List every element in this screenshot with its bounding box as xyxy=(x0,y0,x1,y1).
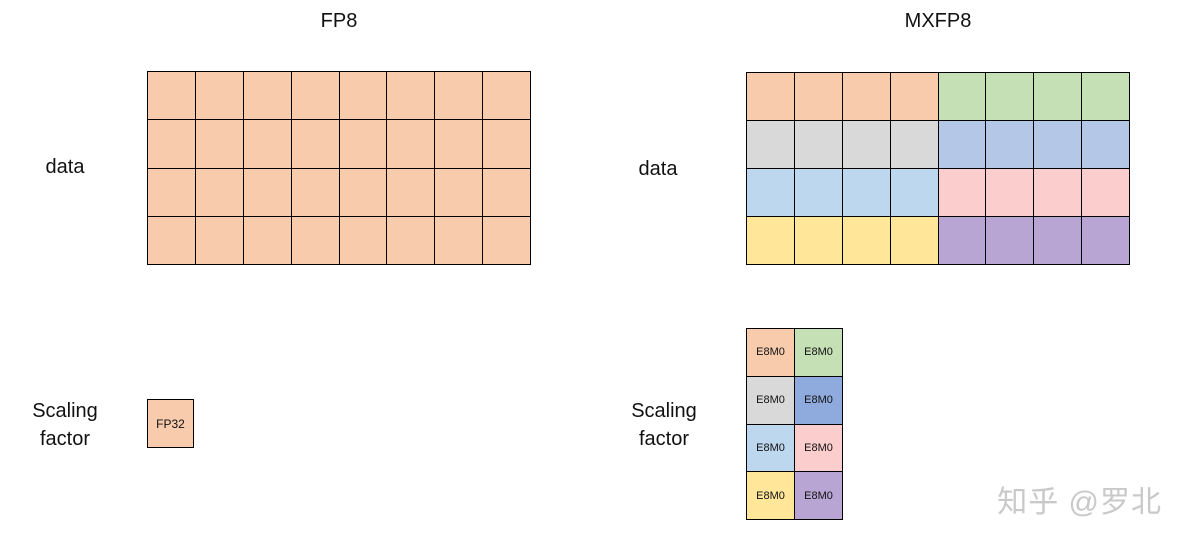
fp8-data-grid-cell xyxy=(483,72,530,120)
fp8-data-grid-cell xyxy=(243,216,291,264)
mxfp8-data-grid-cell xyxy=(938,217,986,264)
mxfp8-data-grid-cell xyxy=(842,217,890,264)
mxfp8-data-grid-cell xyxy=(794,121,842,168)
fp8-scaling-factor-label-line1: Scaling xyxy=(32,400,98,422)
mxfp8-data-grid-cell xyxy=(747,73,794,120)
fp8-data-grid-cell xyxy=(243,72,291,120)
fp8-data-label: data xyxy=(45,156,85,178)
mxfp8-scaling-grid-cell: E8M0 xyxy=(747,376,794,424)
fp8-data-grid-cell xyxy=(339,72,387,120)
mxfp8-data-grid-cell xyxy=(938,121,986,168)
fp8-scaling-factor-label: Scaling factor xyxy=(15,397,115,453)
fp8-data-grid-cell xyxy=(435,216,483,264)
mxfp8-scaling-grid-cell: E8M0 xyxy=(795,376,842,424)
mxfp8-data-grid-cell xyxy=(890,169,938,216)
mxfp8-data-grid-cell xyxy=(890,121,938,168)
mxfp8-scaling-grid-cell: E8M0 xyxy=(795,472,842,519)
mxfp8-scaling-grid-cell: E8M0 xyxy=(747,329,794,376)
mxfp8-data-grid-cell xyxy=(1082,169,1129,216)
mxfp8-data-grid-cell xyxy=(1034,121,1082,168)
fp8-data-grid-cell xyxy=(435,168,483,216)
fp8-data-grid-cell xyxy=(148,168,195,216)
watermark: 知乎 @罗北 xyxy=(997,486,1162,519)
fp8-data-grid-cell xyxy=(339,120,387,168)
fp8-scaling-factor-label-line2: factor xyxy=(39,428,91,450)
mxfp8-data-grid-cell xyxy=(986,169,1034,216)
mxfp8-scaling-grid-cell: E8M0 xyxy=(795,329,842,376)
fp8-data-grid-cell xyxy=(291,216,339,264)
mxfp8-data-grid-cell xyxy=(794,217,842,264)
fp8-data-grid-cell xyxy=(387,168,435,216)
mxfp8-data-grid-cell xyxy=(890,217,938,264)
fp8-data-grid-cell xyxy=(387,72,435,120)
mxfp8-scaling-factor-label-line2: factor xyxy=(638,428,690,450)
mxfp8-scaling-grid-cell: E8M0 xyxy=(747,424,794,472)
fp8-data-grid-cell xyxy=(195,120,243,168)
fp8-data-grid-cell xyxy=(195,216,243,264)
mxfp8-data-grid-cell xyxy=(1034,73,1082,120)
mxfp8-data-grid-cell xyxy=(1082,121,1129,168)
fp8-data-grid-cell xyxy=(291,168,339,216)
mxfp8-data-grid-cell xyxy=(1082,73,1129,120)
mxfp8-data-grid-cell xyxy=(842,121,890,168)
fp8-data-grid-cell xyxy=(339,216,387,264)
fp8-data-grid-cell xyxy=(291,120,339,168)
mxfp8-data-grid-cell xyxy=(1082,217,1129,264)
fp8-data-grid-cell xyxy=(483,168,530,216)
mxfp8-scaling-grid-cell: E8M0 xyxy=(795,424,842,472)
mxfp8-data-grid-cell xyxy=(986,73,1034,120)
mxfp8-data-grid-cell xyxy=(938,169,986,216)
mxfp8-data-grid-cell xyxy=(747,169,794,216)
fp8-data-grid-cell xyxy=(195,168,243,216)
mxfp8-data-grid-cell xyxy=(794,169,842,216)
fp8-data-grid-cell xyxy=(243,168,291,216)
mxfp8-data-grid-cell xyxy=(986,217,1034,264)
fp32-scaling-cell: FP32 xyxy=(147,399,194,448)
fp8-data-grid xyxy=(147,71,531,265)
fp8-title: FP8 xyxy=(320,10,358,32)
mxfp8-data-label: data xyxy=(638,158,678,180)
fp8-data-grid-cell xyxy=(387,216,435,264)
mxfp8-data-grid-cell xyxy=(890,73,938,120)
fp8-data-grid-cell xyxy=(195,72,243,120)
fp8-data-grid-cell xyxy=(243,120,291,168)
mxfp8-scaling-grid-cell: E8M0 xyxy=(747,472,794,519)
mxfp8-scaling-factor-label-line1: Scaling xyxy=(631,400,697,422)
mxfp8-data-grid-cell xyxy=(747,121,794,168)
mxfp8-data-grid-cell xyxy=(986,121,1034,168)
mxfp8-data-grid xyxy=(746,72,1130,265)
fp8-data-grid-cell xyxy=(148,72,195,120)
fp8-data-grid-cell xyxy=(435,120,483,168)
fp8-data-grid-cell xyxy=(387,120,435,168)
mxfp8-scaling-factor-label: Scaling factor xyxy=(614,397,714,453)
mxfp8-data-grid-cell xyxy=(747,217,794,264)
fp8-data-grid-cell xyxy=(339,168,387,216)
fp8-data-grid-cell xyxy=(148,216,195,264)
fp8-data-grid-cell xyxy=(291,72,339,120)
fp8-data-grid-cell xyxy=(483,216,530,264)
fp8-data-grid-cell xyxy=(435,72,483,120)
mxfp8-data-grid-cell xyxy=(842,169,890,216)
fp8-data-grid-cell xyxy=(483,120,530,168)
fp8-data-grid-cell xyxy=(148,120,195,168)
mxfp8-data-grid-cell xyxy=(794,73,842,120)
mxfp8-data-grid-cell xyxy=(938,73,986,120)
mxfp8-data-grid-cell xyxy=(842,73,890,120)
mxfp8-data-grid-cell xyxy=(1034,169,1082,216)
mxfp8-title: MXFP8 xyxy=(904,10,972,32)
mxfp8-data-grid-cell xyxy=(1034,217,1082,264)
